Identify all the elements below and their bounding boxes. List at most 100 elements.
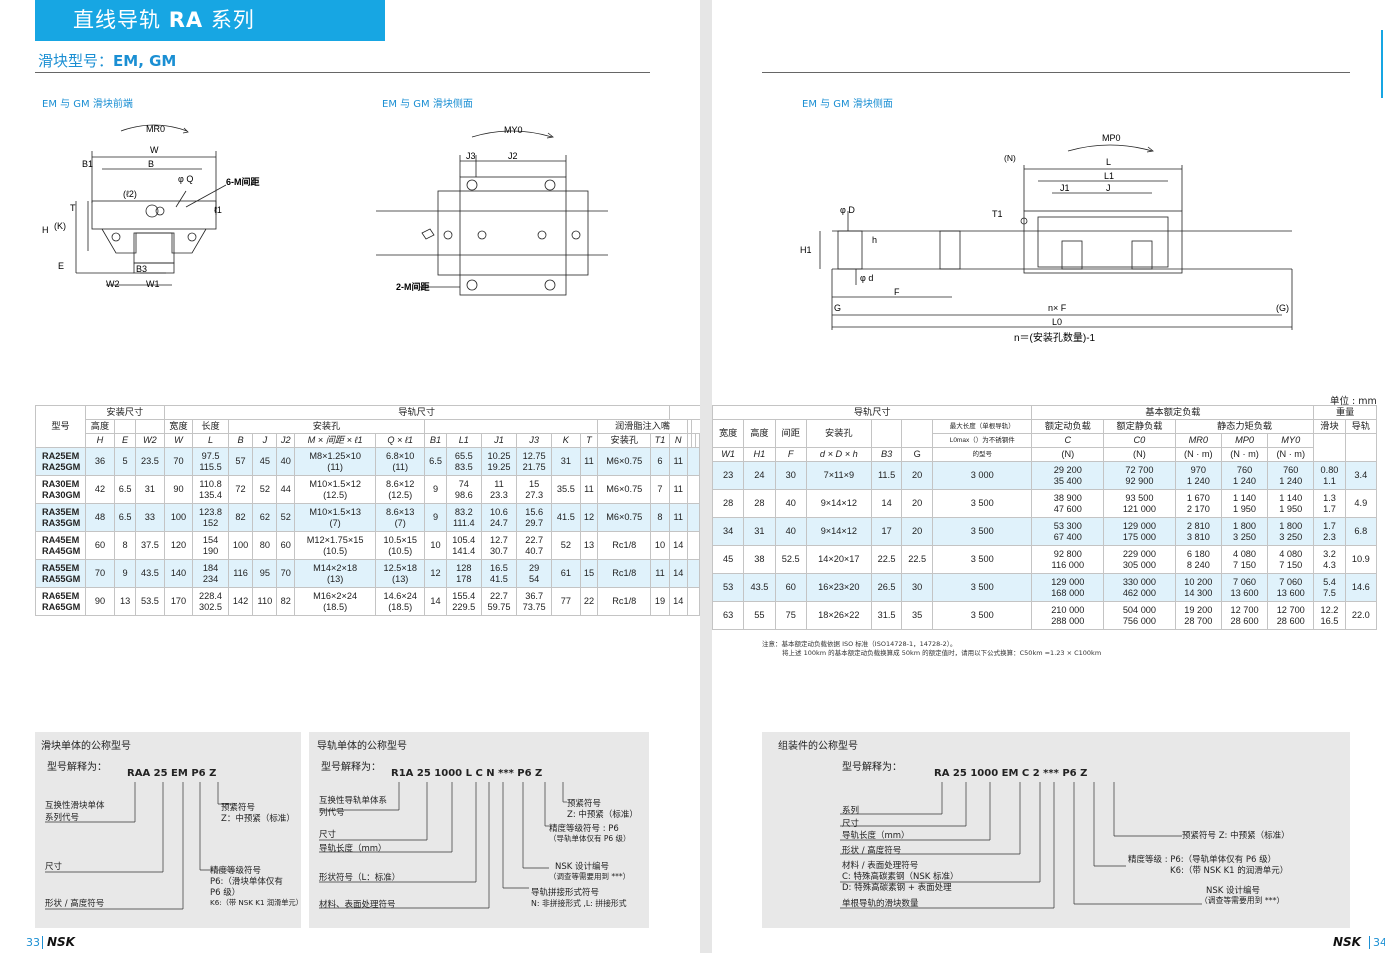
table-cell: 3 500 xyxy=(931,517,1033,546)
rail-code-leaders xyxy=(319,782,567,909)
cell-line: 73.75 xyxy=(522,601,546,612)
cell-line: 16.5 xyxy=(490,562,508,573)
table-cell: 31 xyxy=(743,517,776,546)
cell-line: 111.4 xyxy=(452,517,475,528)
table-cell: 100 xyxy=(227,531,254,560)
cell-line: (10.5) xyxy=(388,545,413,556)
cell-line: 7 150 xyxy=(1233,559,1257,570)
table-cell: M10×1.5×12(12.5) xyxy=(294,475,377,504)
table-cell: 30 xyxy=(901,573,933,602)
cell-line: (11) xyxy=(392,461,409,472)
cell-line: RA65GM xyxy=(42,601,81,612)
table-cell: 14.6 xyxy=(1344,573,1378,602)
cell-line: 72 700 xyxy=(1125,464,1154,475)
table-cell: 140 xyxy=(163,559,194,588)
cell-line: 288 000 xyxy=(1051,615,1085,626)
table-cell: 22.0 xyxy=(1344,601,1378,630)
svg-text:H: H xyxy=(42,225,49,235)
cell-line: 210 000 xyxy=(1051,604,1085,615)
table-cell: 33 xyxy=(135,503,165,532)
table-cell-empty xyxy=(686,503,701,532)
table-cell: M6×0.75 xyxy=(597,503,652,532)
svg-text:L: L xyxy=(1106,157,1111,167)
cell-line: 229.5 xyxy=(452,601,476,612)
svg-text:J3: J3 xyxy=(466,151,476,161)
table-cell: 72 xyxy=(227,475,254,504)
right-nsk-logo: NSK xyxy=(1333,935,1361,949)
table-cell: 6.5 xyxy=(424,447,447,476)
table-cell: 14 xyxy=(870,489,903,518)
cell-line: 28 700 xyxy=(1184,615,1213,626)
cell-line: 10 200 xyxy=(1184,576,1213,587)
rail-model-box: 导轨单体的公称型号 型号解释为： R1A 25 1000 L C N *** P… xyxy=(309,732,649,928)
table-cell: 6 xyxy=(650,447,670,476)
cell-line: 1 950 xyxy=(1279,503,1303,514)
table-cell: 6.8×10(11) xyxy=(375,447,426,476)
table-cell: 15 xyxy=(579,559,599,588)
cell-line: 228.4 xyxy=(199,590,223,601)
table-cell: 14 xyxy=(668,587,688,616)
cell-line: 115.5 xyxy=(199,461,222,472)
svg-text:φ d: φ d xyxy=(860,273,873,283)
cell-line: 40.7 xyxy=(525,545,544,556)
svg-text:J2: J2 xyxy=(508,151,518,161)
svg-text:MP0: MP0 xyxy=(1102,133,1121,143)
table-cell-empty xyxy=(686,447,701,476)
cell-line: 19.25 xyxy=(487,461,511,472)
cell-line: (18.5) xyxy=(388,601,413,612)
cell-line: 1 240 xyxy=(1186,475,1210,486)
rail-code: R1A 25 1000 L C N *** P6 Z xyxy=(391,768,543,779)
cell-line: 47 600 xyxy=(1053,503,1082,514)
table-cell: 22.5 xyxy=(870,545,903,574)
cell-line: (7) xyxy=(394,517,406,528)
table-cell: 28 xyxy=(711,489,745,518)
table-cell: 14 xyxy=(668,559,688,588)
svg-text:2-M间距: 2-M间距 xyxy=(396,281,430,292)
rail-box-explain: 型号解释为： xyxy=(321,762,381,773)
cell-line: 302.5 xyxy=(199,601,223,612)
right-header-rule xyxy=(762,72,1350,73)
cell-line: 3 810 xyxy=(1186,531,1210,542)
table-cell: 48 xyxy=(85,503,115,532)
svg-text:ℓ1: ℓ1 xyxy=(214,205,222,215)
table-cell: 116 xyxy=(227,559,254,588)
table-cell: 31.5 xyxy=(870,601,903,630)
cell-line: 1 240 xyxy=(1233,475,1257,486)
cell-line: 28 600 xyxy=(1276,615,1305,626)
cell-line: 35 400 xyxy=(1053,475,1082,486)
left-footer-divider xyxy=(42,936,43,949)
table-cell: 20 xyxy=(901,517,933,546)
table-cell: 44 xyxy=(276,475,296,504)
svg-text:(G): (G) xyxy=(1276,303,1289,313)
cell-line: 10.6 xyxy=(490,506,508,517)
assembly-box-explain: 型号解释为： xyxy=(842,762,902,773)
cell-line: 184 xyxy=(202,562,219,573)
cell-line: (10.5) xyxy=(323,545,348,556)
svg-text:B1: B1 xyxy=(82,159,93,169)
table-cell: 170 xyxy=(163,587,194,616)
table-cell: 45 xyxy=(252,447,278,476)
table-cell: 35 xyxy=(901,601,933,630)
table-cell: 3.4 xyxy=(1344,461,1378,490)
cell-line: 234 xyxy=(202,573,219,584)
table-cell: 8.6×12(12.5) xyxy=(375,475,426,504)
figure-side-label-right: EM 与 GM 滑块侧面 xyxy=(802,99,893,110)
